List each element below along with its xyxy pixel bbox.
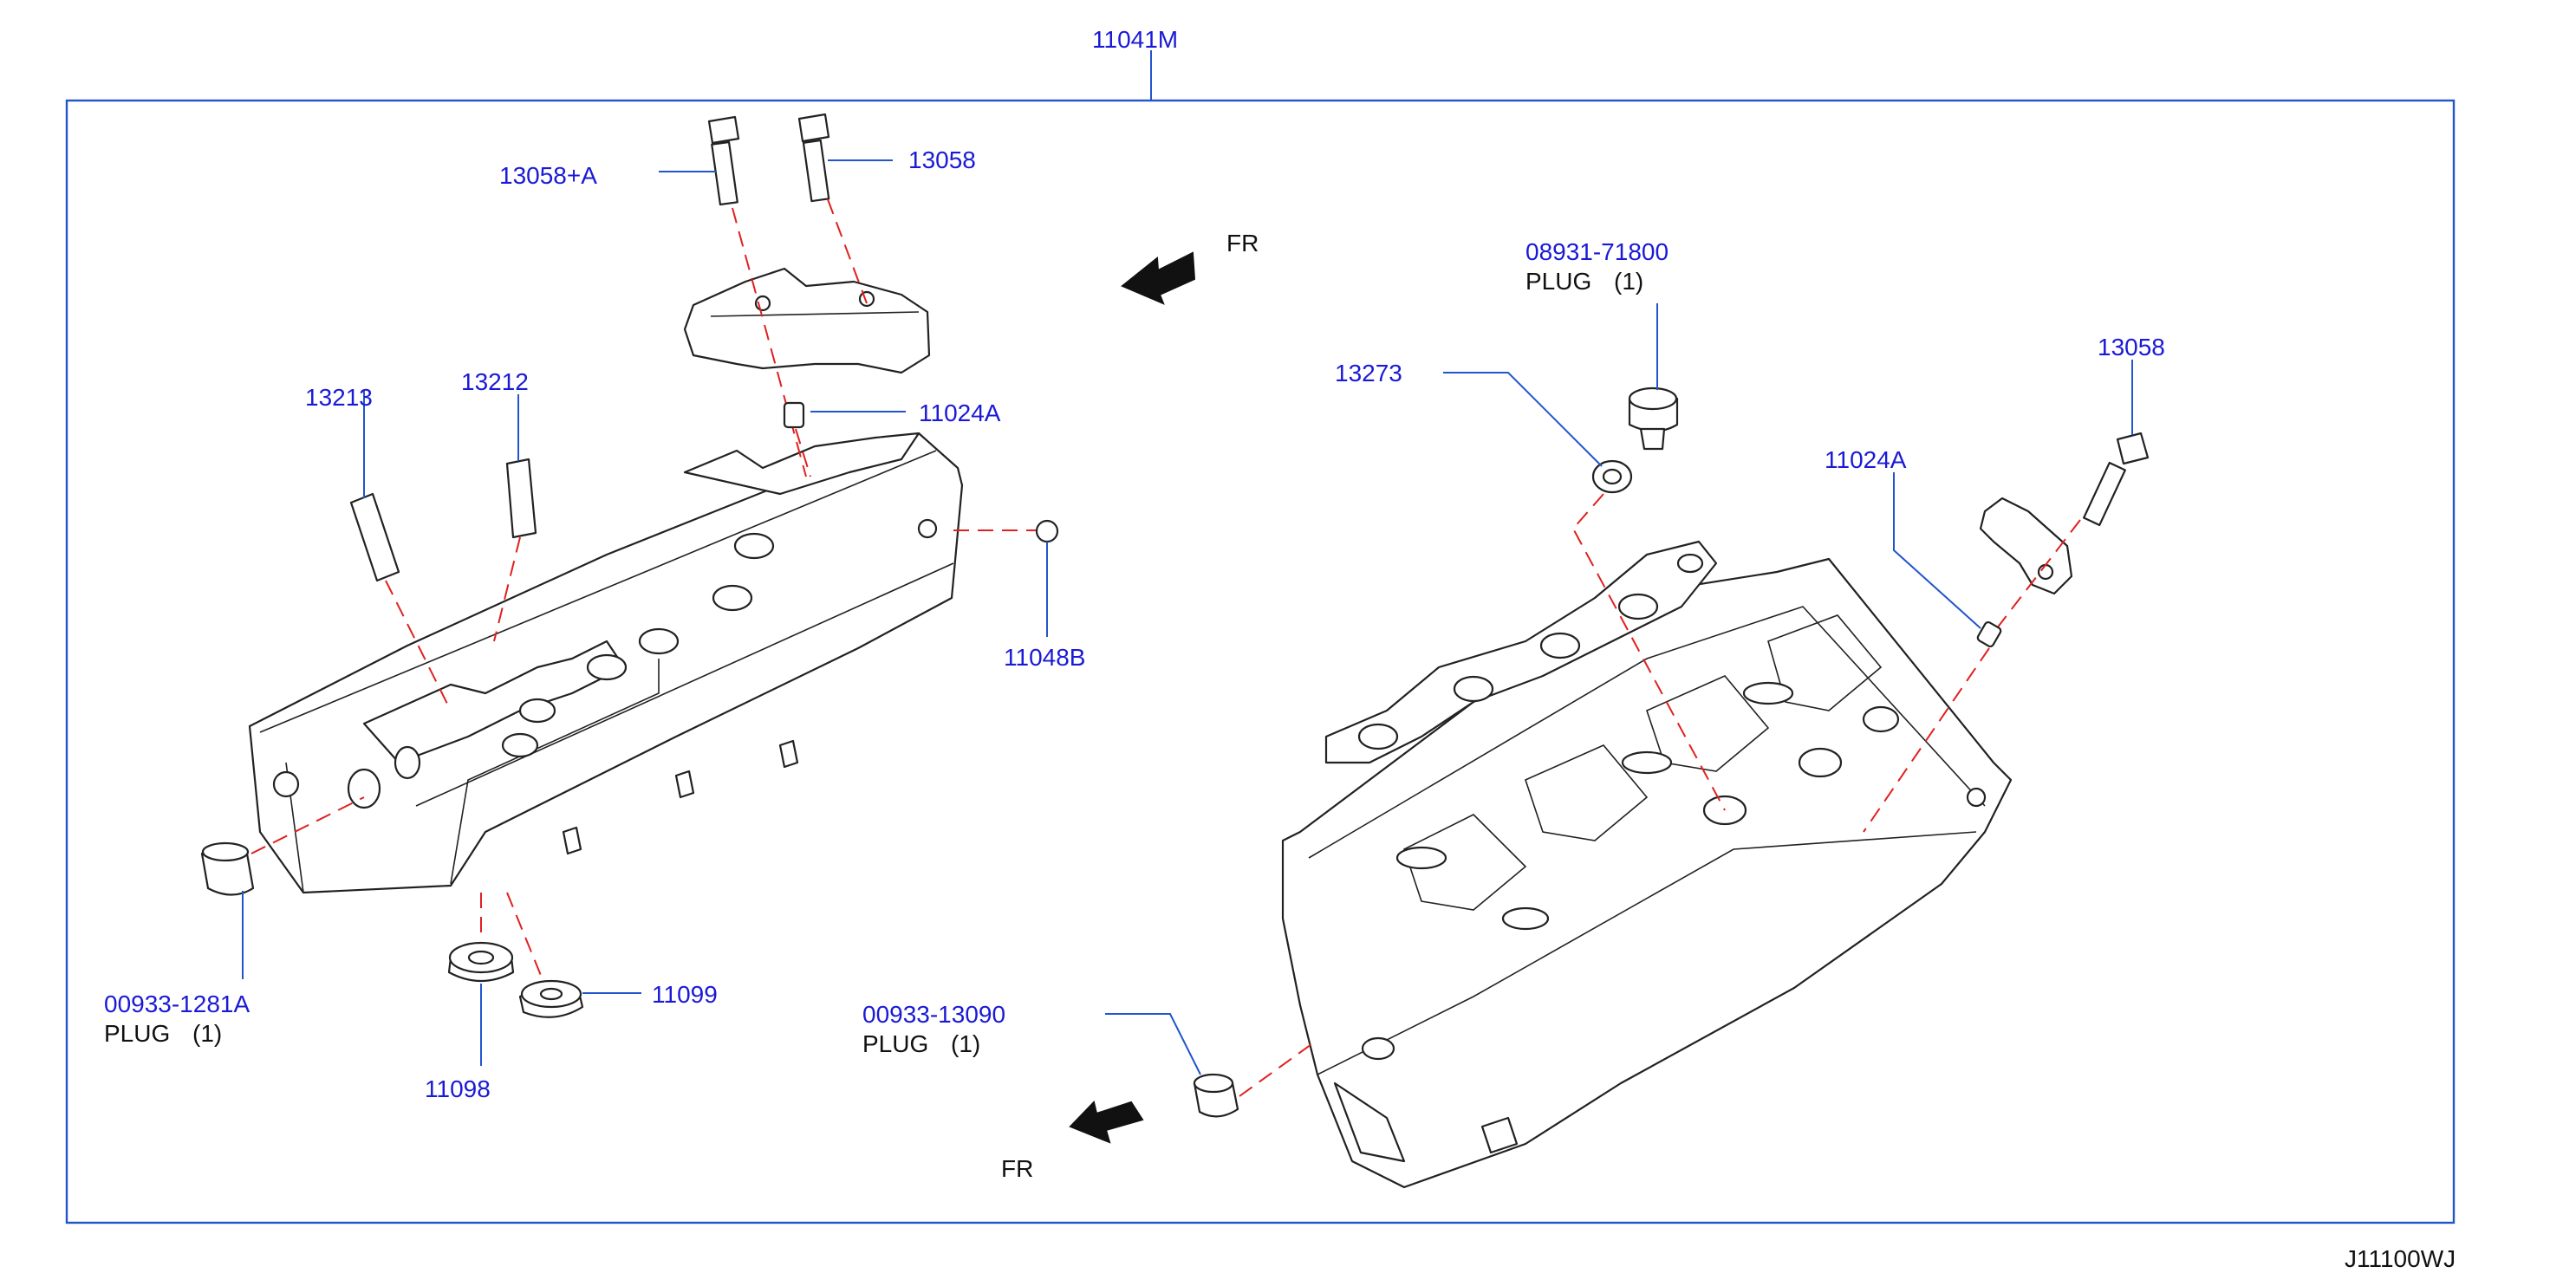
bolt-13058-left[interactable] — [797, 113, 830, 203]
label-11098[interactable]: 11098 — [425, 1075, 491, 1102]
pin-13212[interactable] — [505, 458, 537, 539]
centerline-pin-13212 — [493, 536, 521, 642]
left-cylinder-head[interactable] — [248, 432, 964, 894]
label-13273[interactable]: 13273 — [1335, 360, 1402, 386]
bolt-13058-a[interactable] — [707, 115, 740, 206]
label-11099[interactable]: 11099 — [652, 981, 718, 1008]
assembly-frame — [65, 99, 2456, 1224]
fr-arrow-top-icon — [1121, 251, 1196, 305]
centerline-gasket-13273 — [1571, 493, 1726, 811]
assembly-label[interactable]: 11041M — [1092, 26, 1178, 53]
label-00933-1281a-desc: PLUG — [104, 1020, 170, 1047]
dowel-11024a-right[interactable] — [1976, 620, 2002, 648]
label-11024a-right[interactable]: 11024A — [1825, 446, 1907, 473]
right-bearing-cap[interactable] — [1979, 497, 2073, 595]
label-13058-a[interactable]: 13058+A — [499, 162, 597, 189]
fr-label-bottom: FR — [1001, 1155, 1033, 1182]
label-11024a-left[interactable]: 11024A — [919, 399, 1001, 426]
bolt-13058-right[interactable] — [2083, 432, 2150, 527]
washer-11098[interactable] — [447, 941, 515, 982]
plug-00933-13090[interactable] — [1193, 1073, 1239, 1118]
centerline-plug-13090 — [1239, 1039, 1318, 1097]
centerline-plug-1281a — [250, 796, 365, 854]
label-13058-left[interactable]: 13058 — [908, 146, 976, 173]
label-08931-71800[interactable]: 08931-71800 — [1525, 238, 1669, 265]
dowel-11024a-left[interactable] — [783, 401, 805, 429]
washer-11099[interactable] — [518, 979, 584, 1018]
label-00933-1281a[interactable]: 00933-1281A — [104, 990, 250, 1017]
pin-13213[interactable] — [349, 492, 400, 582]
gasket-13273[interactable] — [1591, 459, 1633, 494]
label-13213[interactable]: 13213 — [305, 384, 373, 411]
label-00933-13090-qty: (1) — [951, 1030, 980, 1057]
centerline-dowel-left — [795, 428, 811, 477]
fr-arrow-bottom-icon — [1069, 1100, 1144, 1144]
plug-00933-1281a[interactable] — [200, 841, 255, 896]
label-11048b[interactable]: 11048B — [1004, 644, 1085, 671]
right-cylinder-head[interactable] — [1281, 540, 2013, 1189]
centerline-washer-11099 — [506, 892, 543, 978]
label-00933-1281a-qty: (1) — [192, 1020, 222, 1047]
label-00933-13090-desc: PLUG — [862, 1030, 928, 1057]
centerline-bolt-left — [827, 198, 868, 304]
centerline-bolt-a — [732, 207, 807, 477]
label-08931-71800-qty: (1) — [1614, 268, 1643, 295]
label-08931-71800-desc: PLUG — [1525, 268, 1591, 295]
plug-11048b[interactable] — [1035, 519, 1059, 543]
label-13212[interactable]: 13212 — [461, 368, 529, 395]
fr-label-top: FR — [1226, 230, 1259, 257]
diagram-code: J11100WJ — [2345, 1245, 2456, 1272]
label-00933-13090[interactable]: 00933-13090 — [862, 1001, 1005, 1028]
centerline-dowel-right — [1863, 647, 1990, 833]
label-13058-right[interactable]: 13058 — [2098, 334, 2165, 360]
left-bearing-cap[interactable] — [683, 267, 931, 374]
plug-08931-71800[interactable] — [1628, 386, 1679, 451]
